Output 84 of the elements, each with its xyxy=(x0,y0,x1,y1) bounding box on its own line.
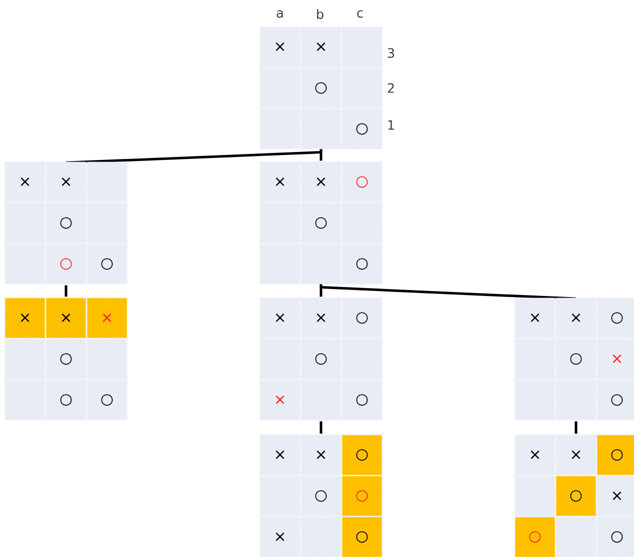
board-cell: ○ xyxy=(300,202,342,244)
row-label: 3 xyxy=(388,48,394,58)
board-cell: × xyxy=(260,380,300,420)
board-cell: × xyxy=(260,26,300,68)
tree-line xyxy=(64,285,68,297)
board-cell: × xyxy=(300,434,342,476)
board-cell: ○ xyxy=(86,380,128,420)
board-cell: × xyxy=(596,476,634,516)
board-cell xyxy=(514,476,556,516)
board-cell: ○ xyxy=(596,380,634,420)
board-cell: × xyxy=(46,298,86,338)
board-cell: ○ xyxy=(46,338,86,380)
board-cell: ○ xyxy=(556,476,596,516)
row-label: 2 xyxy=(388,83,394,93)
row-label: 1 xyxy=(388,120,394,130)
board-cell: × xyxy=(46,162,86,202)
board-cell: × xyxy=(260,162,300,202)
board-cell xyxy=(260,338,300,380)
board-cell: ○ xyxy=(556,338,596,380)
board-cell xyxy=(300,380,342,420)
board-cell xyxy=(300,516,342,557)
board-cell: × xyxy=(300,298,342,338)
board-cell: ○ xyxy=(86,244,128,284)
tree-line xyxy=(320,150,322,161)
board-cell: ○ xyxy=(300,476,342,516)
board-cell xyxy=(260,244,300,284)
board-cell: ○ xyxy=(342,476,382,516)
board-cell: ○ xyxy=(342,108,382,150)
board-cell: × xyxy=(4,162,46,202)
board-cell: × xyxy=(556,298,596,338)
board-cell xyxy=(4,202,46,244)
board-cell: ○ xyxy=(596,434,634,476)
board-cell xyxy=(342,338,382,380)
board-cell xyxy=(260,202,300,244)
board-cell xyxy=(260,108,300,150)
board-cell: ○ xyxy=(46,244,86,284)
board-cell xyxy=(514,380,556,420)
board-cell: × xyxy=(260,298,300,338)
board-cell xyxy=(86,338,128,380)
board-cell xyxy=(4,338,46,380)
board-cell xyxy=(514,338,556,380)
board-cell: ○ xyxy=(342,298,382,338)
board-cell: × xyxy=(86,298,128,338)
board-cell: ○ xyxy=(596,298,634,338)
board-cell: ○ xyxy=(342,434,382,476)
board-cell: × xyxy=(514,298,556,338)
board-cell xyxy=(300,244,342,284)
board-cell: ○ xyxy=(342,162,382,202)
board-cell xyxy=(4,380,46,420)
column-label: c xyxy=(357,10,363,18)
tree-line xyxy=(320,421,322,434)
board-cell: ○ xyxy=(596,516,634,557)
board-cell: ○ xyxy=(300,68,342,108)
board-cell xyxy=(260,68,300,108)
board-cell xyxy=(556,380,596,420)
board-cell: × xyxy=(514,434,556,476)
tree-line xyxy=(66,148,322,164)
board-cell xyxy=(300,108,342,150)
tree-line xyxy=(574,421,578,434)
board-cell: × xyxy=(260,516,300,557)
board-cell: ○ xyxy=(342,380,382,420)
board-cell xyxy=(342,68,382,108)
board-cell: × xyxy=(300,162,342,202)
board-cell: ○ xyxy=(342,516,382,557)
board-cell: × xyxy=(300,26,342,68)
board-cell: ○ xyxy=(300,338,342,380)
board-cell: ○ xyxy=(342,244,382,284)
board-cell: ○ xyxy=(514,516,556,557)
column-label: b xyxy=(317,8,324,19)
board-cell: ○ xyxy=(46,202,86,244)
board-cell xyxy=(342,202,382,244)
tree-line xyxy=(320,283,576,300)
board-cell: ○ xyxy=(46,380,86,420)
board-cell: × xyxy=(596,338,634,380)
column-label: a xyxy=(276,10,283,18)
board-cell xyxy=(4,244,46,284)
board-cell: × xyxy=(260,434,300,476)
board-cell xyxy=(86,162,128,202)
board-cell xyxy=(260,476,300,516)
board-cell: × xyxy=(4,298,46,338)
board-cell xyxy=(86,202,128,244)
board-cell xyxy=(556,516,596,557)
board-cell xyxy=(342,26,382,68)
board-cell: × xyxy=(556,434,596,476)
